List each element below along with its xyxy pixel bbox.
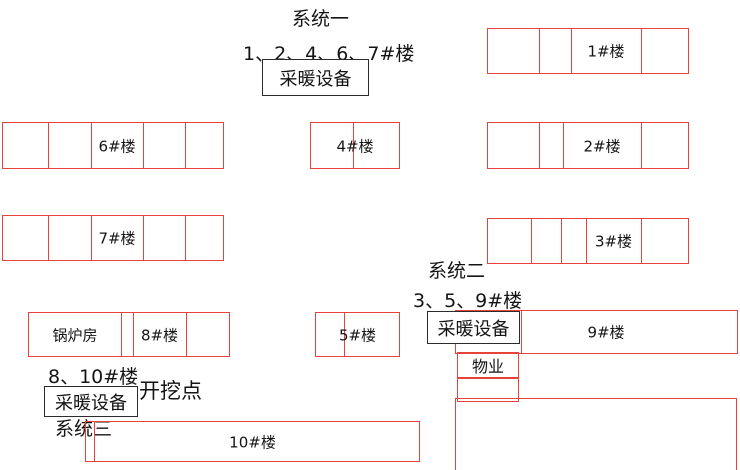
building-10: 10#楼 bbox=[85, 421, 420, 462]
cell-divider bbox=[185, 216, 186, 260]
system2-buildings-label: 3、5、9#楼 bbox=[413, 290, 523, 312]
building-3: 3#楼 bbox=[487, 218, 689, 264]
cell-divider bbox=[185, 123, 186, 168]
boiler-room-label: 锅炉房 bbox=[52, 326, 98, 344]
building-10-label: 10#楼 bbox=[229, 433, 276, 451]
building-1: 1#楼 bbox=[487, 28, 689, 74]
building-4-label: 4#楼 bbox=[336, 137, 374, 155]
building-8-label: 8#楼 bbox=[140, 326, 179, 344]
building-6-label: 6#楼 bbox=[98, 137, 136, 155]
small-box bbox=[457, 378, 519, 402]
system3-equipment-label: 采暖设备 bbox=[55, 392, 127, 414]
building-5: 5#楼 bbox=[315, 312, 400, 357]
system1-equipment-box: 采暖设备 bbox=[262, 59, 369, 96]
cell-divider bbox=[539, 29, 540, 73]
building-6: 6#楼 bbox=[2, 122, 224, 169]
system2-title: 系统二 bbox=[428, 260, 486, 282]
cell-divider bbox=[48, 123, 49, 168]
system3-equipment-box: 采暖设备 bbox=[44, 386, 138, 417]
cell-divider bbox=[571, 29, 572, 73]
cell-divider bbox=[531, 219, 532, 263]
building-2: 2#楼 bbox=[487, 122, 689, 169]
cell-divider bbox=[641, 123, 642, 168]
bottom-right-box bbox=[455, 398, 737, 470]
cell-divider bbox=[94, 422, 95, 461]
building-4: 4#楼 bbox=[310, 122, 400, 169]
building-9-label: 9#楼 bbox=[587, 323, 625, 342]
boiler-and-building-8: 锅炉房 8#楼 bbox=[28, 312, 230, 357]
cell-divider bbox=[539, 123, 540, 168]
system2-equipment-label: 采暖设备 bbox=[437, 318, 510, 340]
cell-divider bbox=[353, 123, 354, 168]
building-2-label: 2#楼 bbox=[583, 137, 621, 155]
cell-divider bbox=[561, 219, 562, 263]
building-7-label: 7#楼 bbox=[98, 229, 136, 248]
system3-title: 系统三 bbox=[55, 418, 113, 440]
property-label: 物业 bbox=[471, 357, 504, 376]
building-3-label: 3#楼 bbox=[594, 232, 633, 251]
cell-divider bbox=[586, 219, 587, 263]
cell-divider bbox=[563, 123, 564, 168]
system1-equipment-label: 采暖设备 bbox=[279, 68, 352, 90]
cell-divider bbox=[48, 216, 49, 260]
property-box: 物业 bbox=[457, 352, 519, 378]
cell-divider bbox=[121, 313, 122, 356]
cell-divider bbox=[641, 29, 642, 73]
system1-title: 系统一 bbox=[292, 8, 350, 30]
system3-buildings-label: 8、10#楼 bbox=[48, 366, 139, 388]
cell-divider bbox=[133, 313, 134, 356]
cell-divider bbox=[143, 216, 144, 260]
excavation-point-label: 开挖点 bbox=[139, 379, 202, 403]
cell-divider bbox=[186, 313, 187, 356]
cell-divider bbox=[521, 311, 522, 353]
cell-divider bbox=[344, 313, 345, 356]
building-1-label: 1#楼 bbox=[587, 42, 625, 61]
building-7: 7#楼 bbox=[2, 215, 224, 261]
cell-divider bbox=[143, 123, 144, 168]
cell-divider bbox=[91, 216, 92, 260]
system2-equipment-box: 采暖设备 bbox=[427, 311, 520, 344]
cell-divider bbox=[641, 219, 642, 263]
building-5-label: 5#楼 bbox=[338, 326, 377, 344]
cell-divider bbox=[91, 123, 92, 168]
